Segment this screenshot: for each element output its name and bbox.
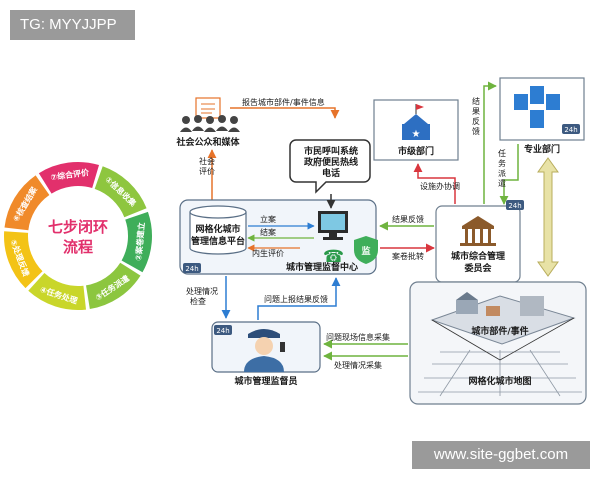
collect2-label: 处理情况采集 xyxy=(334,360,382,370)
cycle-segment-6 xyxy=(4,175,50,231)
city-model-icon xyxy=(430,292,576,345)
shield-icon xyxy=(354,236,378,264)
cycle-segment-5 xyxy=(4,231,43,289)
lian-label: 立案 xyxy=(260,214,276,224)
cycle-segment-label-2: ②案卷建立 xyxy=(133,222,146,262)
fbv-1: 结 xyxy=(472,96,480,106)
computer-icon xyxy=(318,211,348,240)
center-label: 城市管理监督中心 xyxy=(286,261,358,273)
collect1-label: 问题现场信息采集 xyxy=(326,332,390,342)
platform-line-1: 网格化城市 xyxy=(195,223,240,235)
hotline-line-3: 电话 xyxy=(322,167,340,179)
fbv-2: 果 xyxy=(472,107,480,116)
cycle-segment-2 xyxy=(121,211,152,273)
public-media-node xyxy=(180,97,240,132)
cycle-segment-3 xyxy=(86,262,141,310)
dispatch-1: 任 xyxy=(498,148,506,158)
committee-line-1: 城市综合管理 xyxy=(451,250,505,262)
pro-24h: 24h xyxy=(564,126,577,134)
pro-24h-badge xyxy=(562,124,580,134)
public-eval-1: 社会 xyxy=(199,156,215,166)
check-2: 检查 xyxy=(190,296,206,306)
cone-left xyxy=(431,319,501,361)
cycle-center xyxy=(32,190,124,282)
cycle-segment-4 xyxy=(28,273,87,310)
hotline-line-1: 市民呼叫系统 xyxy=(304,145,358,157)
fbv-4: 馈 xyxy=(472,126,480,136)
supervisor-24h-badge xyxy=(214,325,232,335)
cone-right xyxy=(499,317,575,361)
public-media-label: 社会公众和媒体 xyxy=(175,136,240,148)
fbv-3: 反 xyxy=(472,116,480,126)
buildings-icon xyxy=(514,86,560,128)
watermark-bottom: www.site-ggbet.com xyxy=(412,441,590,469)
grid-map-label: 网格化城市地图 xyxy=(468,375,531,387)
dispatch-2: 务 xyxy=(498,158,506,168)
platform-line-2: 管理信息平台 xyxy=(191,235,245,247)
svg-text:★: ★ xyxy=(412,129,421,140)
supervisor-person-icon xyxy=(244,329,285,372)
report-arrow xyxy=(230,107,340,119)
supervisor-24h: 24h xyxy=(216,327,229,335)
cycle-title-1: 七步闭环 xyxy=(48,218,108,236)
dispatch-4: 遣 xyxy=(498,178,506,188)
grid-map-icon xyxy=(418,349,582,397)
watermark-top: TG: MYYJJPP xyxy=(10,10,135,40)
report-up-arrow xyxy=(257,277,341,320)
check-1: 处理情况 xyxy=(186,286,218,296)
pro-dept-label: 专业部门 xyxy=(524,143,560,155)
platform-database-icon xyxy=(189,205,247,255)
committee-24h-badge xyxy=(506,200,524,210)
report-label: 报告城市部件/事件信息 xyxy=(242,97,325,107)
coord-arrow xyxy=(413,163,456,204)
cycle-segment-7 xyxy=(38,161,100,194)
feedback-label: 结果反馈 xyxy=(392,214,424,224)
dispatch-3: 派 xyxy=(498,169,506,178)
government-building-icon xyxy=(460,216,496,246)
cycle-title-2: 流程 xyxy=(63,238,93,256)
parts-label: 城市部件/事件 xyxy=(471,325,528,337)
hotline-line-2: 政府便民热线 xyxy=(304,156,358,168)
inner-eval-label: 内生评价 xyxy=(252,248,284,258)
committee-line-2: 委员会 xyxy=(463,262,492,274)
fb-vertical-arrow xyxy=(483,81,497,204)
coord-label: 设施办协调 xyxy=(420,181,460,191)
platform-24h-badge xyxy=(183,263,201,273)
committee-24h: 24h xyxy=(508,202,521,210)
hotline-bubble xyxy=(289,139,371,194)
public-eval-2: 评价 xyxy=(199,167,215,176)
cycle-segment-1 xyxy=(94,166,147,218)
city-hall-icon: ★ xyxy=(402,104,430,140)
approve-label: 案卷批转 xyxy=(392,251,424,261)
supervisor-label: 城市管理监督员 xyxy=(234,375,297,387)
pro-to-parts-double-arrow xyxy=(537,157,559,277)
report-up-label: 问题上报结果反馈 xyxy=(264,294,328,304)
jiean-label: 结案 xyxy=(260,227,276,237)
platform-24h: 24h xyxy=(185,265,198,273)
city-dept-label: 市级部门 xyxy=(398,145,434,157)
dispatch-arrow xyxy=(499,144,519,205)
phone-icon: ☎ xyxy=(323,247,344,267)
shield-text: 监 xyxy=(361,245,370,257)
